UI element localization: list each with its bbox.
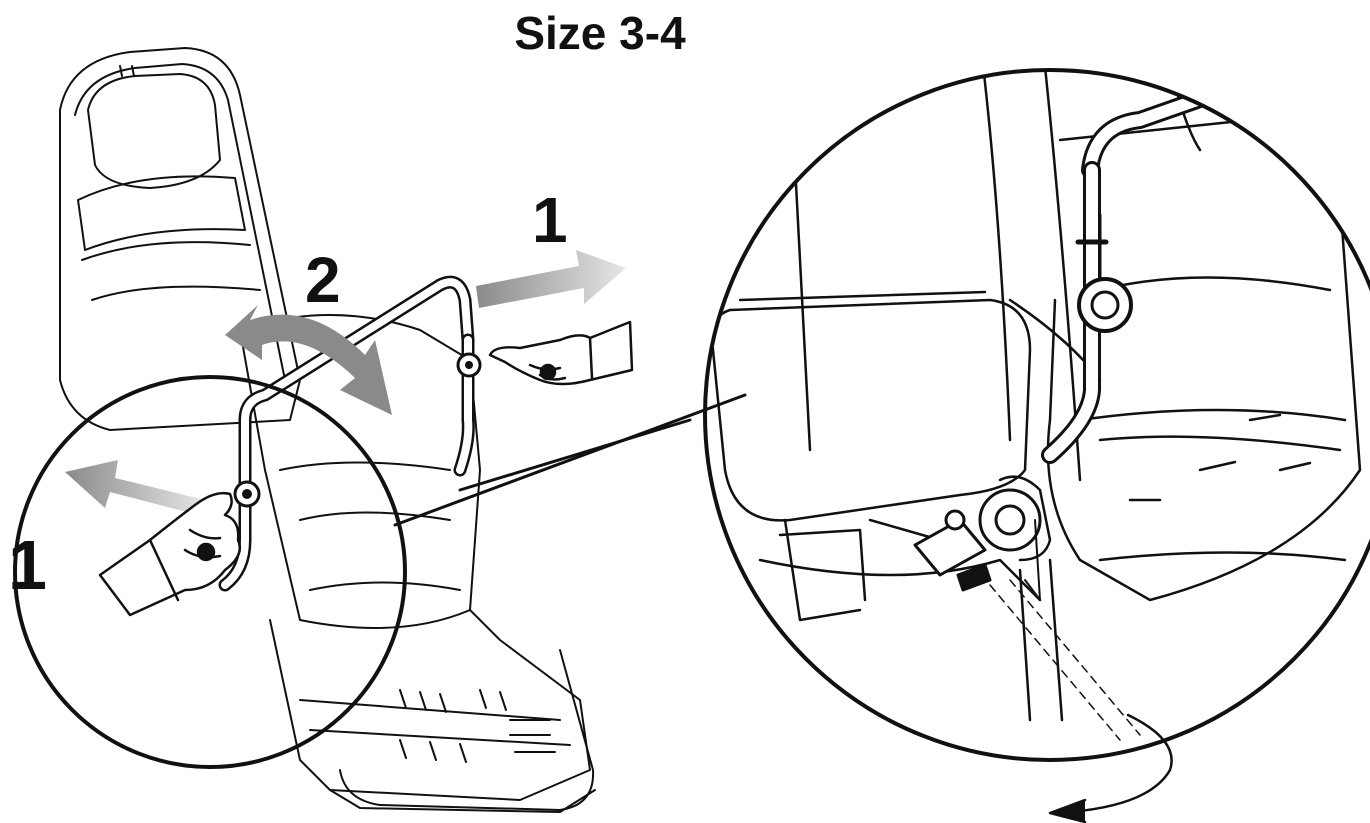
seat-cushion [239, 314, 481, 629]
size-title: Size 3-4 [514, 7, 686, 59]
pointing-hand-icon [98, 491, 242, 617]
step-number-1: 1 [532, 184, 568, 256]
car-seat-overview [59, 47, 596, 813]
push-arrow-icon [476, 250, 626, 308]
double-curved-arrow-icon [225, 305, 392, 415]
step-number-2: 2 [305, 244, 341, 316]
push-arrow-icon [65, 460, 205, 516]
curved-rotate-arrow-icon [1048, 713, 1173, 823]
seat-base [269, 609, 591, 801]
adjustment-handle [218, 275, 482, 592]
detail-view-large [703, 68, 1370, 823]
detail-circle-small [13, 375, 407, 769]
side-wing [710, 298, 1032, 522]
headrest [87, 73, 221, 189]
detail-leader-lines [393, 393, 747, 527]
pointing-hand-icon [488, 320, 634, 386]
foot-bar [339, 649, 595, 811]
step-number-1: 1 [8, 526, 47, 604]
